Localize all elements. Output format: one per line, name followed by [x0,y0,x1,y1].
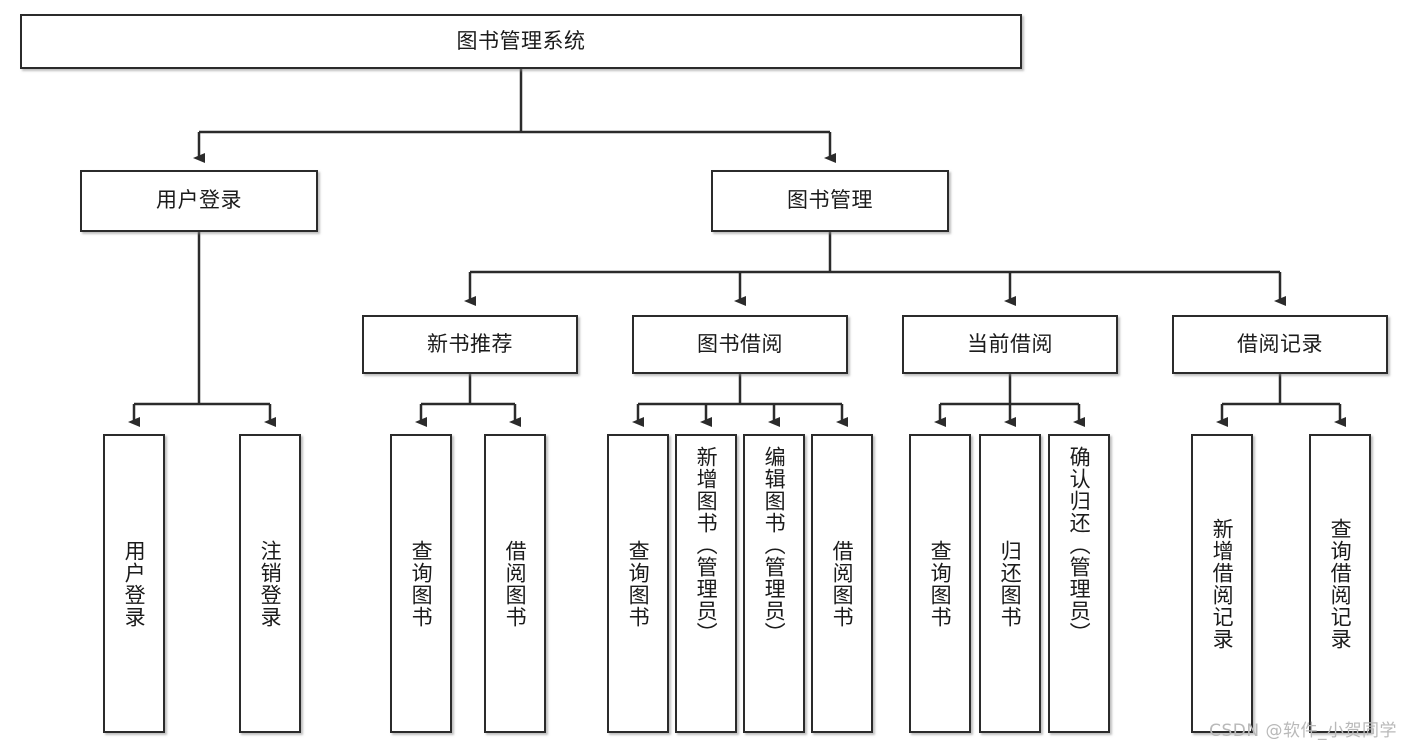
node-leaf-add-book[interactable]: 新增图书（管理员） [675,434,737,733]
node-new-book-rec-label: 新书推荐 [427,331,513,356]
node-leaf-logout[interactable]: 注销登录 [239,434,301,733]
node-leaf-borrow-book-2[interactable]: 借阅图书 [811,434,873,733]
node-root[interactable]: 图书管理系统 [20,14,1022,69]
node-borrow-record-label: 借阅记录 [1237,331,1323,356]
node-root-label: 图书管理系统 [456,28,586,53]
node-leaf-add-record-label: 新增借阅记录 [1210,517,1235,650]
node-user-login-label: 用户登录 [156,188,242,213]
node-book-manage[interactable]: 图书管理 [711,170,949,232]
node-leaf-query-record[interactable]: 查询借阅记录 [1309,434,1371,733]
node-leaf-add-book-label: 新增图书（管理员） [694,446,719,644]
node-leaf-user-login[interactable]: 用户登录 [103,434,165,733]
node-leaf-confirm-return[interactable]: 确认归还（管理员） [1048,434,1110,733]
node-user-login[interactable]: 用户登录 [80,170,318,232]
node-book-manage-label: 图书管理 [787,188,873,213]
node-leaf-return-book-label: 归还图书 [998,539,1023,628]
node-leaf-borrow-book-1[interactable]: 借阅图书 [484,434,546,733]
node-leaf-query-book-2[interactable]: 查询图书 [607,434,669,733]
node-new-book-rec[interactable]: 新书推荐 [362,315,578,374]
node-leaf-query-book-1[interactable]: 查询图书 [390,434,452,733]
node-book-borrow[interactable]: 图书借阅 [632,315,848,374]
node-leaf-logout-label: 注销登录 [258,539,283,628]
node-leaf-query-book-2-label: 查询图书 [626,539,651,628]
node-leaf-add-record[interactable]: 新增借阅记录 [1191,434,1253,733]
node-leaf-user-login-label: 用户登录 [122,539,147,628]
node-leaf-query-book-3-label: 查询图书 [928,539,953,628]
watermark: CSDN @软件_小贺同学 [1209,721,1397,741]
node-leaf-confirm-return-label: 确认归还（管理员） [1067,446,1092,644]
node-leaf-borrow-book-1-label: 借阅图书 [503,539,528,628]
node-current-borrow[interactable]: 当前借阅 [902,315,1118,374]
node-leaf-borrow-book-2-label: 借阅图书 [830,539,855,628]
node-leaf-edit-book-label: 编辑图书（管理员） [762,446,787,644]
node-leaf-query-book-3[interactable]: 查询图书 [909,434,971,733]
node-leaf-return-book[interactable]: 归还图书 [979,434,1041,733]
node-leaf-query-book-1-label: 查询图书 [409,539,434,628]
node-book-borrow-label: 图书借阅 [697,331,783,356]
node-leaf-query-record-label: 查询借阅记录 [1328,517,1353,650]
node-borrow-record[interactable]: 借阅记录 [1172,315,1388,374]
node-leaf-edit-book[interactable]: 编辑图书（管理员） [743,434,805,733]
node-current-borrow-label: 当前借阅 [967,331,1053,356]
